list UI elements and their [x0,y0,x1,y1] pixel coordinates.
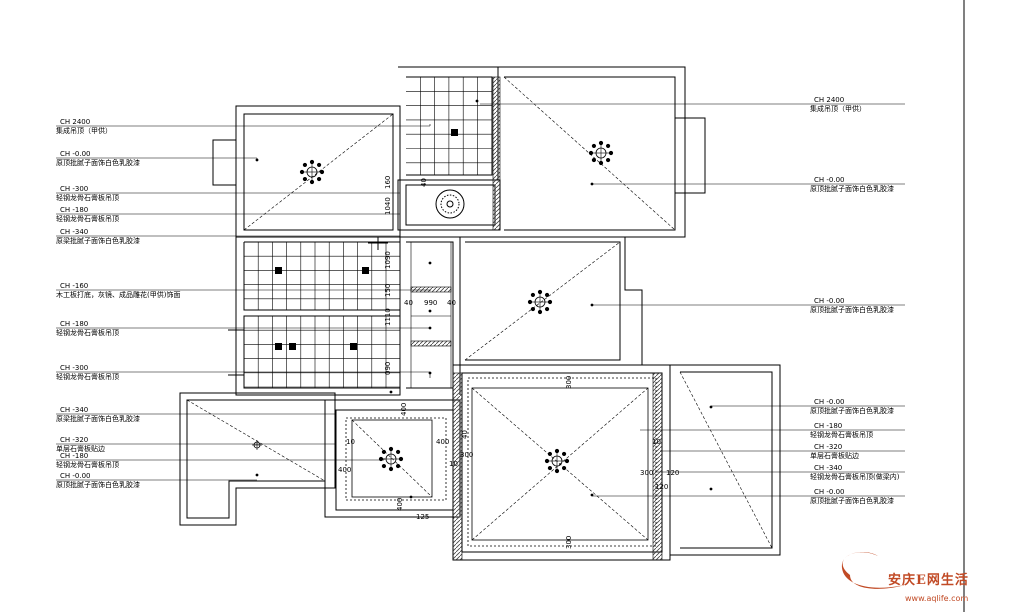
dim-400-a: 400 [400,402,408,416]
corridor-cells [410,242,452,388]
dim-125: 125 [416,513,430,521]
dim-300-b: 300 [460,451,474,459]
right-label-text: 轻钢龙骨石膏板吊顶 [810,431,873,439]
right-leaders [480,103,905,497]
dim-090: 090 [384,361,392,375]
left-label-code: CH 2400 [60,118,91,126]
left-label-text: 轻钢龙骨石膏板吊顶 [56,194,119,202]
right-label-text: 单层石膏板贴边 [810,452,859,460]
hatched-walls [410,76,663,561]
ceiling-light-icon [544,448,570,474]
outer-walls [179,66,781,561]
dim-120-b: 120 [655,483,669,491]
left-label-text: 轻钢龙骨石膏板吊顶 [56,461,119,469]
dim-10-b: 10 [449,460,458,468]
right-label-text: 原顶批腻子面饰白色乳胶漆 [810,185,894,193]
tile-lights [275,129,458,350]
dim-1110: 1110 [384,308,392,326]
left-label-code: CH -0.00 [60,472,91,480]
right-label-text: 原顶批腻子面饰白色乳胶漆 [810,407,894,415]
left-label-text: 单层石膏板贴边 [56,445,105,453]
ceiling-light-icon [527,289,553,315]
dim-120-a: 120 [666,469,680,477]
left-label-text: 轻钢龙骨石膏板吊顶 [56,329,119,337]
right-label-code: CH -0.00 [814,488,845,496]
bath-fan-icon [435,189,465,219]
right-label-code: CH -180 [814,422,843,430]
right-label-text: 原顶批腻子面饰白色乳胶漆 [810,497,894,505]
left-label-code: CH -320 [60,436,89,444]
dim-40-a: 40 [404,299,413,307]
right-label-code: CH -320 [814,443,843,451]
dim-400-c: 400 [338,466,352,474]
right-label-text: 集成吊顶（甲供） [810,105,866,113]
dim-40-d: 40 [461,430,469,439]
ceiling-light-icon [378,446,404,472]
left-label-text: 轻钢龙骨石膏板吊顶 [56,215,119,223]
left-label-code: CH -160 [60,282,89,290]
right-label-code: CH 2400 [814,96,845,104]
left-label-code: CH -180 [60,452,89,460]
dim-10-c: 10 [652,438,661,446]
left-label-text: 木工板打底，灰镜、成品雕花(甲供)饰面 [56,291,181,299]
right-label-code: CH -340 [814,464,843,472]
inner-ceiling [351,387,649,541]
dim-40-c: 40 [420,178,428,187]
tile-grids [244,77,493,388]
left-label-code: CH -340 [60,406,89,414]
ceiling-light-icon [588,140,614,166]
left-label-code: CH -300 [60,185,89,193]
left-label-text: 原梁批腻子面饰白色乳胶漆 [56,237,140,245]
left-label-code: CH -0.00 [60,150,91,158]
left-label-text: 原顶批腻子面饰白色乳胶漆 [56,159,140,167]
left-label-text: 轻钢龙骨石膏板吊顶 [56,373,119,381]
right-label-text: 原顶批腻子面饰白色乳胶漆 [810,306,894,314]
dim-300-c: 300 [640,469,654,477]
right-label-text: 轻钢龙骨石膏板吊顶(做梁内) [810,473,900,481]
dim-10-a: 10 [346,438,355,446]
right-label-code: CH -0.00 [814,297,845,305]
watermark-url: www.aqlife.com [905,594,969,603]
dim-1090: 1090 [384,251,392,269]
left-label-text: 集成吊顶（甲供） [56,127,112,135]
light-fixtures [252,140,614,474]
dim-400-b: 400 [436,438,450,446]
diagonal-lines [186,76,773,549]
left-label-code: CH -300 [60,364,89,372]
dim-1040: 1040 [384,197,392,215]
left-label-text: 原梁批腻子面饰白色乳胶漆 [56,415,140,423]
left-leaders [56,124,431,481]
watermark-logo [841,552,905,589]
dim-300-a: 300 [565,375,573,389]
right-label-code: CH -0.00 [814,176,845,184]
dim-400-d: 400 [396,497,404,511]
dim-40-b: 40 [447,299,456,307]
left-label-text: 原顶批腻子面饰白色乳胶漆 [56,481,140,489]
watermark-title: 安庆E网生活 [888,573,969,588]
right-label-code: CH -0.00 [814,398,845,406]
dim-160: 160 [384,175,392,189]
dim-150: 150 [384,283,392,297]
left-label-code: CH -180 [60,206,89,214]
dim-990: 990 [424,299,438,307]
left-label-code: CH -340 [60,228,89,236]
pipe-mark [368,237,388,250]
left-label-code: CH -180 [60,320,89,328]
dim-300-d: 300 [565,535,573,549]
dashed-ceiling [243,113,657,547]
ceiling-light-icon [299,159,325,185]
